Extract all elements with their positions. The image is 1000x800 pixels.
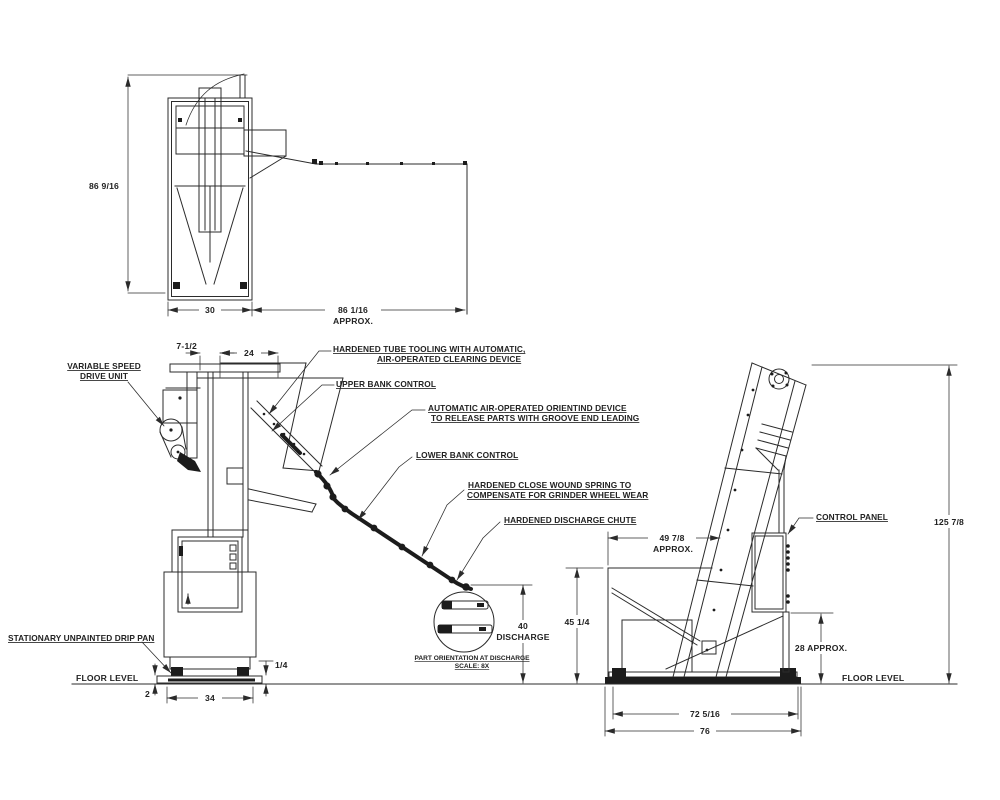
dim-hopper-reach-text: 49 7/8	[659, 533, 684, 543]
control-panel-label: CONTROL PANEL	[816, 512, 888, 522]
elevator-body	[672, 362, 807, 678]
dim-pan-lip-text: 1/4	[275, 660, 288, 670]
callout-tube-tooling: HARDENED TUBE TOOLING WITH AUTOMATIC, AI…	[268, 344, 525, 415]
plan-leader-arc	[185, 73, 245, 126]
floor-level-right-text: FLOOR LEVEL	[842, 673, 904, 683]
head-sprocket	[768, 368, 790, 390]
cabinet-button	[229, 562, 237, 570]
part-orientation-note-line2: SCALE: 8X	[455, 663, 490, 670]
discharge-track	[314, 470, 473, 591]
variable-speed-drive-unit	[159, 371, 201, 472]
dim-discharge-word: DISCHARGE	[496, 632, 549, 642]
callout-orienting-device: AUTOMATIC AIR-OPERATED ORIENTIND DEVICE …	[329, 403, 639, 476]
floor-line: FLOOR LEVEL FLOOR LEVEL	[71, 673, 958, 685]
dim-track-reach-note: APPROX.	[333, 316, 373, 326]
dim-panel-clearance-text: 28 APPROX.	[795, 643, 847, 653]
dim-base-length-outer-text: 76	[700, 726, 710, 736]
dim-front-height: 86 9/16	[89, 74, 248, 294]
dim-pan-lip: 1/4	[258, 660, 288, 697]
upper-bank-label: UPPER BANK CONTROL	[336, 379, 436, 389]
front-top-plate	[169, 363, 281, 373]
dim-hopper-reach-note: APPROX.	[653, 544, 693, 554]
plan-view: 86 9/16 30 86 1/16 APPROX.	[89, 73, 468, 326]
part-symbol-bottom	[437, 624, 493, 634]
plan-discharge-track	[245, 150, 468, 315]
orienting-label-line1: AUTOMATIC AIR-OPERATED ORIENTIND DEVICE	[428, 403, 627, 413]
callout-spring: HARDENED CLOSE WOUND SPRING TO COMPENSAT…	[421, 480, 648, 557]
dim-bowl-width-text: 24	[244, 348, 254, 358]
dim-panel-clearance: 28 APPROX.	[790, 612, 849, 684]
callout-variable-speed-drive: VARIABLE SPEED DRIVE UNIT	[67, 361, 165, 427]
dim-pan-depth: 2	[145, 663, 158, 699]
front-elevation: 7-1/2 24 2 34 1/4	[145, 341, 473, 704]
callout-control-panel: CONTROL PANEL	[787, 512, 888, 535]
dim-base-length-inner-text: 72 5/16	[690, 709, 720, 719]
side-elevation: 49 7/8 APPROX. 28 APPROX. 125 7/8 72 5/1…	[604, 362, 974, 737]
dim-base-width-text: 34	[205, 693, 215, 703]
dim-hopper-reach: 49 7/8 APPROX.	[607, 531, 721, 566]
side-motor-box	[621, 619, 693, 673]
dim-base-length-outer: 76	[604, 686, 802, 737]
dim-discharge-height-text: 40	[518, 621, 528, 631]
dim-track-reach-text: 86 1/16	[338, 305, 368, 315]
variable-speed-label-line1: VARIABLE SPEED	[67, 361, 141, 371]
dim-pan-depth-text: 2	[145, 689, 150, 699]
lower-bank-label: LOWER BANK CONTROL	[416, 450, 518, 460]
dim-front-height-text: 86 9/16	[89, 181, 119, 191]
callouts: VARIABLE SPEED DRIVE UNIT HARDENED TUBE …	[8, 344, 888, 674]
dim-hopper-height-text: 45 1/4	[564, 617, 589, 627]
cabinet-button	[229, 553, 237, 561]
dim-base-width: 34	[166, 686, 254, 704]
dim-overall-height-text: 125 7/8	[934, 517, 964, 527]
dim-track-reach: 86 1/16 APPROX.	[251, 303, 466, 326]
upper-track	[250, 400, 323, 474]
dim-base-length-inner: 72 5/16	[612, 686, 799, 720]
spring-label-line2: COMPENSATE FOR GRINDER WHEEL WEAR	[467, 490, 648, 500]
dim-discharge-height: 40 DISCHARGE	[470, 584, 551, 684]
callout-upper-bank: UPPER BANK CONTROL	[271, 379, 436, 432]
tube-tooling-label-line2: AIR-OPERATED CLEARING DEVICE	[377, 354, 522, 364]
front-column	[207, 371, 249, 538]
plan-center-column	[198, 74, 246, 263]
discharge-chute-label: HARDENED DISCHARGE CHUTE	[504, 515, 637, 525]
cabinet-button	[229, 544, 237, 552]
orienting-label-line2: TO RELEASE PARTS WITH GROOVE END LEADING	[431, 413, 639, 423]
side-base	[605, 611, 801, 684]
dim-bowl-width: 24	[219, 347, 279, 358]
callout-drip-pan: STATIONARY UNPAINTED DRIP PAN	[8, 633, 172, 674]
floor-level-left-text: FLOOR LEVEL	[76, 673, 138, 683]
dim-front-width-text: 30	[205, 305, 215, 315]
spring-label-line1: HARDENED CLOSE WOUND SPRING TO	[468, 480, 632, 490]
tube-tooling-label-line1: HARDENED TUBE TOOLING WITH AUTOMATIC,	[333, 344, 525, 354]
dim-overall-height: 125 7/8	[811, 364, 974, 684]
drip-pan-label: STATIONARY UNPAINTED DRIP PAN	[8, 633, 154, 643]
front-cabinet	[163, 529, 257, 676]
dim-front-width: 30	[167, 301, 253, 317]
plan-funnel	[173, 185, 247, 289]
front-hopper	[196, 362, 344, 513]
head-discharge-spout	[755, 423, 793, 534]
variable-speed-label-line2: DRIVE UNIT	[80, 371, 128, 381]
discharge-detail: PART ORIENTATION AT DISCHARGE SCALE: 8X …	[414, 567, 604, 684]
dim-hopper-height: 45 1/4	[557, 567, 604, 684]
control-panel	[751, 532, 790, 613]
plan-side-chute	[243, 129, 287, 179]
drip-pan	[156, 675, 263, 684]
callout-discharge-chute: HARDENED DISCHARGE CHUTE	[456, 515, 637, 581]
dim-drive-offset-text: 7-1/2	[176, 341, 197, 351]
callout-lower-bank: LOWER BANK CONTROL	[357, 450, 518, 521]
part-symbol-top	[441, 600, 489, 610]
part-orientation-note-line1: PART ORIENTATION AT DISCHARGE	[414, 655, 530, 662]
